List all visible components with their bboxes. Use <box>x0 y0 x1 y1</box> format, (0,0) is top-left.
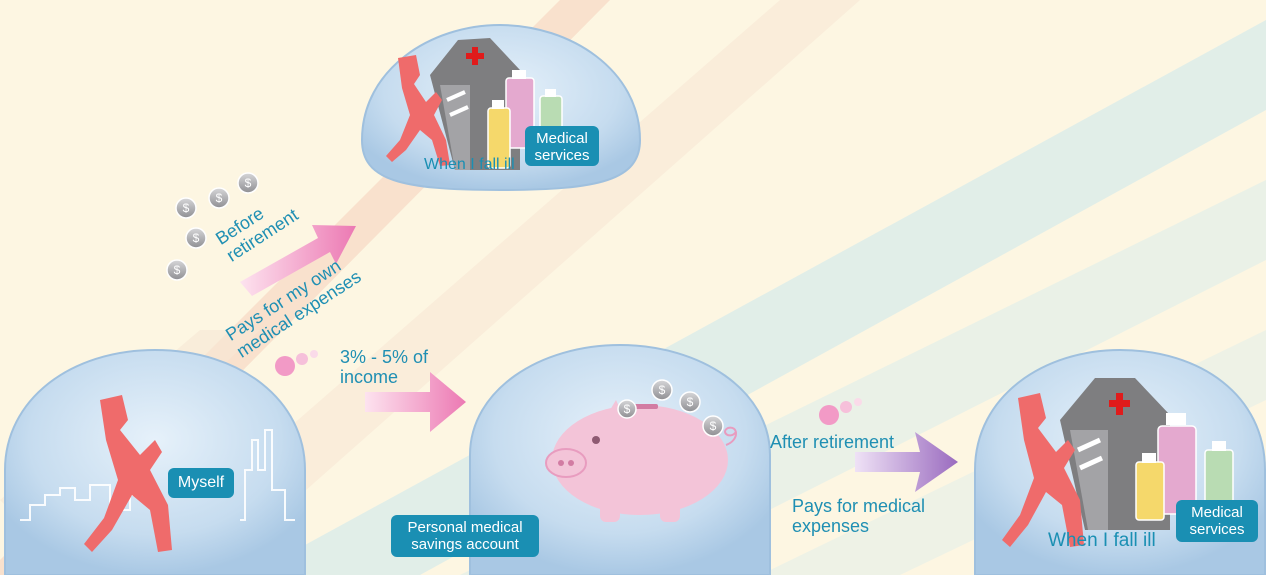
label-line: expenses <box>792 516 870 536</box>
svg-text:$: $ <box>216 191 223 205</box>
label-line: Pays for medical <box>792 496 926 516</box>
coin-dollar-icon: $ <box>679 391 701 413</box>
svg-text:$: $ <box>183 201 190 215</box>
arrow-right-icon <box>365 372 466 432</box>
arrow-right-icon <box>240 225 356 296</box>
badge-savings-account: Personal medical savings account <box>391 515 539 557</box>
coin-dollar-icon: $ <box>702 415 724 437</box>
badge-line: Personal medical <box>407 519 523 536</box>
medicine-bottle-icon <box>1135 413 1234 521</box>
dome-myself <box>4 348 306 575</box>
bubbles <box>275 350 862 425</box>
coin-dollar-icon: $ <box>651 379 673 401</box>
label-line: 3% - 5% of <box>340 347 429 367</box>
coin-dollar-icon: $ <box>617 399 637 419</box>
svg-text:$: $ <box>174 263 181 277</box>
medical-cross-icon <box>1109 393 1130 415</box>
badge-line: services <box>1189 521 1245 538</box>
person-figure-icon <box>386 55 450 166</box>
badge-line: Medical <box>1191 504 1243 521</box>
person-figure-icon <box>1002 393 1084 547</box>
svg-text:$: $ <box>659 383 666 397</box>
coin-dollar-icon: $ <box>237 172 259 194</box>
coin-dollar-icon: $ <box>166 259 188 281</box>
svg-text:$: $ <box>710 419 717 433</box>
coin-dollar-icon: $ <box>208 187 230 209</box>
coins-group: $ $ $ $ $ $ $ $ $ <box>166 172 724 437</box>
badge-medical-services-right: Medical services <box>1176 500 1258 542</box>
svg-text:$: $ <box>687 395 694 409</box>
person-figure-icon <box>84 395 172 552</box>
label-after-retirement: After retirement <box>770 432 895 452</box>
badge-line: Medical <box>536 130 588 147</box>
badge-medical-services-top: Medical services <box>525 126 599 166</box>
label-pays-medical-expenses: Pays for medical expenses <box>792 496 925 536</box>
svg-text:$: $ <box>245 176 252 190</box>
svg-text:$: $ <box>193 231 200 245</box>
label-income-percent: 3% - 5% of income <box>340 347 428 387</box>
caption-when-ill-right: When I fall ill <box>1048 530 1156 551</box>
piggy-bank-icon <box>545 400 737 522</box>
badge-myself: Myself <box>168 468 234 498</box>
badge-line: savings account <box>411 536 519 553</box>
badge-line: services <box>534 147 590 164</box>
label-line: income <box>340 367 399 387</box>
coin-dollar-icon: $ <box>185 227 207 249</box>
medical-cross-icon <box>466 47 484 65</box>
svg-text:$: $ <box>624 402 631 416</box>
coin-dollar-icon: $ <box>175 197 197 219</box>
arrow-right-icon <box>855 432 958 492</box>
caption-when-ill-top: When I fall ill <box>424 156 515 173</box>
